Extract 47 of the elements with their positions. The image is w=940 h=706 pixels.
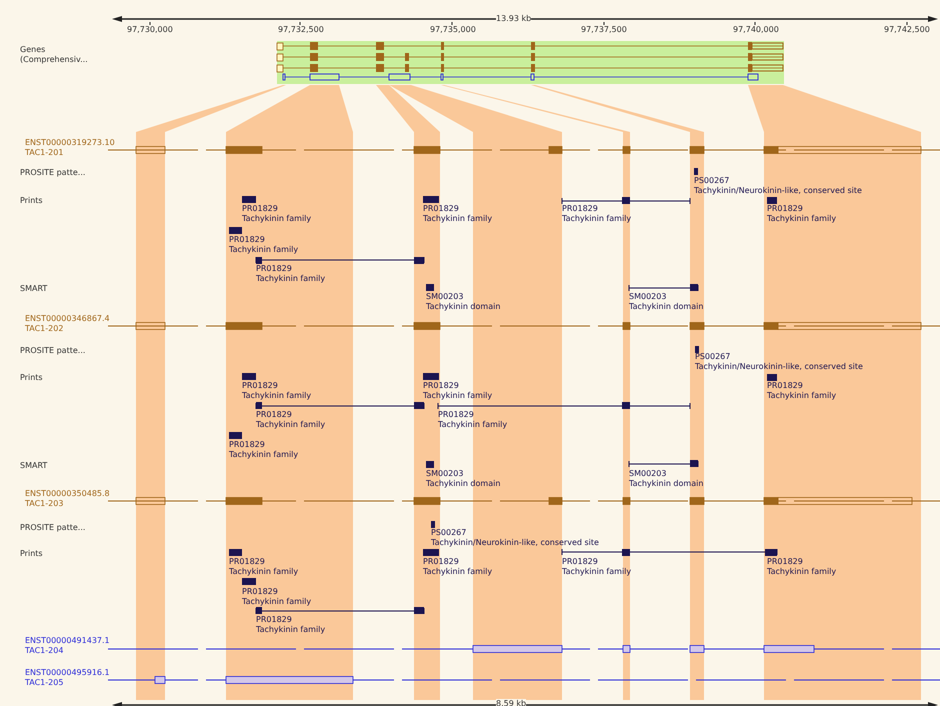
feature-label: SM00203 Tachykinin domain: [426, 469, 500, 489]
feature-label: PR01829 Tachykinin family: [562, 204, 632, 224]
track-name: PROSITE patte...: [20, 346, 86, 356]
coordinate-label: 97,737,500: [581, 25, 627, 35]
feature-label: PS00267 Tachykinin/Neurokinin-like, conserved site: [431, 528, 599, 548]
track-name: PROSITE patte...: [20, 168, 86, 178]
feature-label: PR01829 Tachykinin family: [767, 204, 836, 224]
track-name: Prints: [20, 196, 43, 206]
feature-label: PR01829 Tachykinin family: [562, 557, 632, 577]
transcript-name: ENST00000350485.8 TAC1-203: [25, 489, 110, 509]
feature-label: PR01829 Tachykinin family: [229, 557, 298, 577]
feature-label: SM00203 Tachykinin domain: [629, 469, 704, 489]
feature-label: PR01829 Tachykinin family: [423, 557, 492, 577]
scale-label: 13.93 kb: [496, 14, 532, 24]
feature-label: PS00267 Tachykinin/Neurokinin-like, conserved site: [694, 176, 862, 196]
feature-label: PR01829 Tachykinin family: [242, 204, 312, 224]
feature-label: PR01829 Tachykinin family: [256, 615, 326, 635]
transcript-name: ENST00000346867.4 TAC1-202: [25, 314, 110, 334]
transcript-name: ENST00000495916.1 TAC1-205: [25, 668, 110, 688]
feature-label: PR01829 Tachykinin family: [767, 381, 836, 401]
feature-label: PR01829 Tachykinin family: [438, 410, 508, 430]
feature-label: PR01829 Tachykinin family: [256, 410, 326, 430]
track-name: PROSITE patte...: [20, 523, 86, 533]
track-name: Prints: [20, 549, 43, 559]
coordinate-label: 97,740,000: [733, 25, 779, 35]
feature-label: PR01829 Tachykinin family: [423, 381, 492, 401]
coordinate-label: 97,735,000: [430, 25, 476, 35]
feature-label: PR01829 Tachykinin family: [242, 381, 312, 401]
coordinate-label: 97,742,500: [884, 25, 930, 35]
coordinate-label: 97,732,500: [278, 25, 324, 35]
feature-label: SM00203 Tachykinin domain: [426, 292, 500, 312]
feature-label: PR01829 Tachykinin family: [256, 264, 326, 284]
track-name: Prints: [20, 373, 43, 383]
transcript-name: ENST00000319273.10 TAC1-201: [25, 138, 115, 158]
coordinate-label: 97,730,000: [127, 25, 173, 35]
feature-label: PR01829 Tachykinin family: [242, 587, 312, 607]
track-name: SMART: [20, 284, 48, 294]
scale-label: 8.59 kb: [496, 699, 526, 706]
feature-label: PR01829 Tachykinin family: [767, 557, 836, 577]
feature-label: PS00267 Tachykinin/Neurokinin-like, conserved site: [695, 352, 863, 372]
track-name: Genes (Comprehensiv...: [20, 45, 88, 65]
transcript-name: ENST00000491437.1 TAC1-204: [25, 636, 110, 656]
feature-label: PR01829 Tachykinin family: [423, 204, 492, 224]
track-name: SMART: [20, 461, 48, 471]
feature-label: PR01829 Tachykinin family: [229, 235, 298, 255]
feature-label: PR01829 Tachykinin family: [229, 440, 298, 460]
feature-label: SM00203 Tachykinin domain: [629, 292, 704, 312]
